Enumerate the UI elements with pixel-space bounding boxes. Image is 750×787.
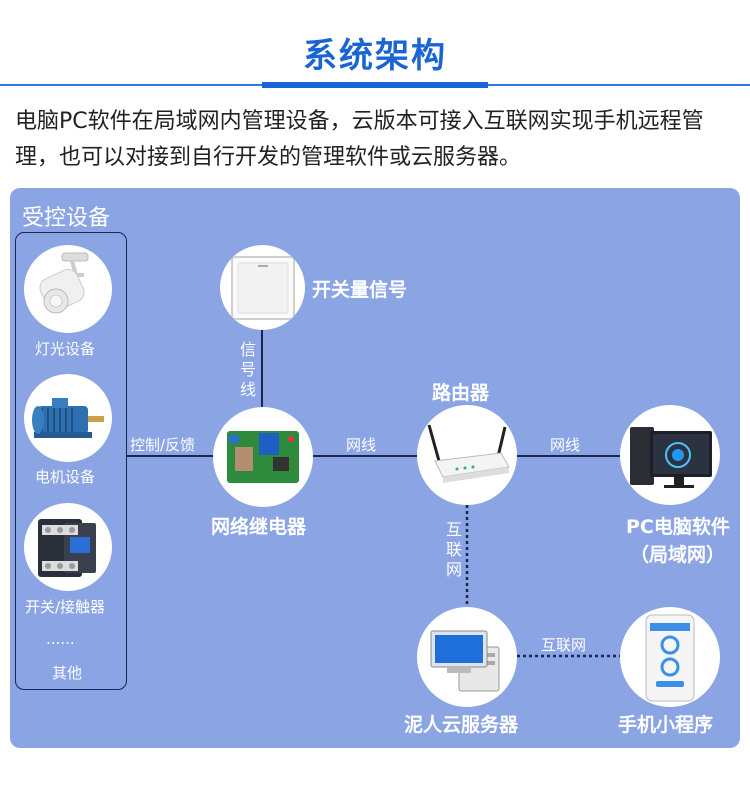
edge-label-network-2: 网线	[550, 436, 581, 454]
devices-group-box	[15, 232, 127, 690]
pc-label-line1: PC电脑软件	[626, 516, 730, 538]
smartphone-icon	[645, 614, 695, 702]
edge-label-signal-wire: 信号线	[239, 340, 256, 399]
contactor-device-image	[24, 503, 112, 591]
motor-icon	[32, 398, 104, 438]
relay-label: 网络继电器	[211, 516, 307, 538]
pc-label-line2: （局域网）	[630, 544, 726, 566]
edge-label-internet-vertical: 互联网	[445, 520, 462, 579]
motor-device-image	[24, 374, 112, 462]
devices-ellipsis: ......	[46, 630, 75, 648]
relay-board-icon	[227, 431, 299, 483]
intro-text: 电脑PC软件在局域网内管理设备，云版本可接入互联网实现手机远程管理，也可以对接到…	[15, 109, 704, 170]
device-label-motor: 电机设备	[35, 468, 96, 486]
contactor-icon	[38, 519, 96, 577]
router-icon	[427, 424, 510, 483]
title-underline	[262, 82, 488, 88]
mobile-app-label: 手机小程序	[618, 714, 714, 736]
edge-label-network-1: 网线	[346, 436, 377, 454]
cloud-server-label: 泥人云服务器	[404, 714, 519, 736]
device-label-light: 灯光设备	[35, 340, 96, 358]
controlled-devices-title: 受控设备	[22, 206, 111, 231]
desktop-computer-icon	[630, 427, 712, 488]
switch-panel-image	[220, 245, 305, 330]
wall-switch-icon	[231, 256, 295, 320]
pc-image	[620, 405, 720, 505]
spotlight-icon	[39, 252, 89, 314]
page-title: 系统架构	[303, 36, 447, 76]
network-relay-image	[213, 407, 313, 507]
cloud-server-image	[417, 607, 517, 707]
mobile-app-image	[620, 607, 720, 707]
light-device-image	[24, 245, 112, 333]
router-label: 路由器	[432, 382, 490, 404]
router-image	[417, 405, 517, 505]
device-label-contactor: 开关/接触器	[25, 598, 106, 616]
switch-signal-label: 开关量信号	[312, 279, 408, 301]
server-icon	[430, 630, 500, 692]
device-label-other: 其他	[52, 664, 83, 682]
architecture-panel	[10, 188, 740, 748]
edge-label-internet-horizontal: 互联网	[541, 636, 587, 654]
edge-label-control-feedback: 控制/反馈	[130, 436, 196, 454]
